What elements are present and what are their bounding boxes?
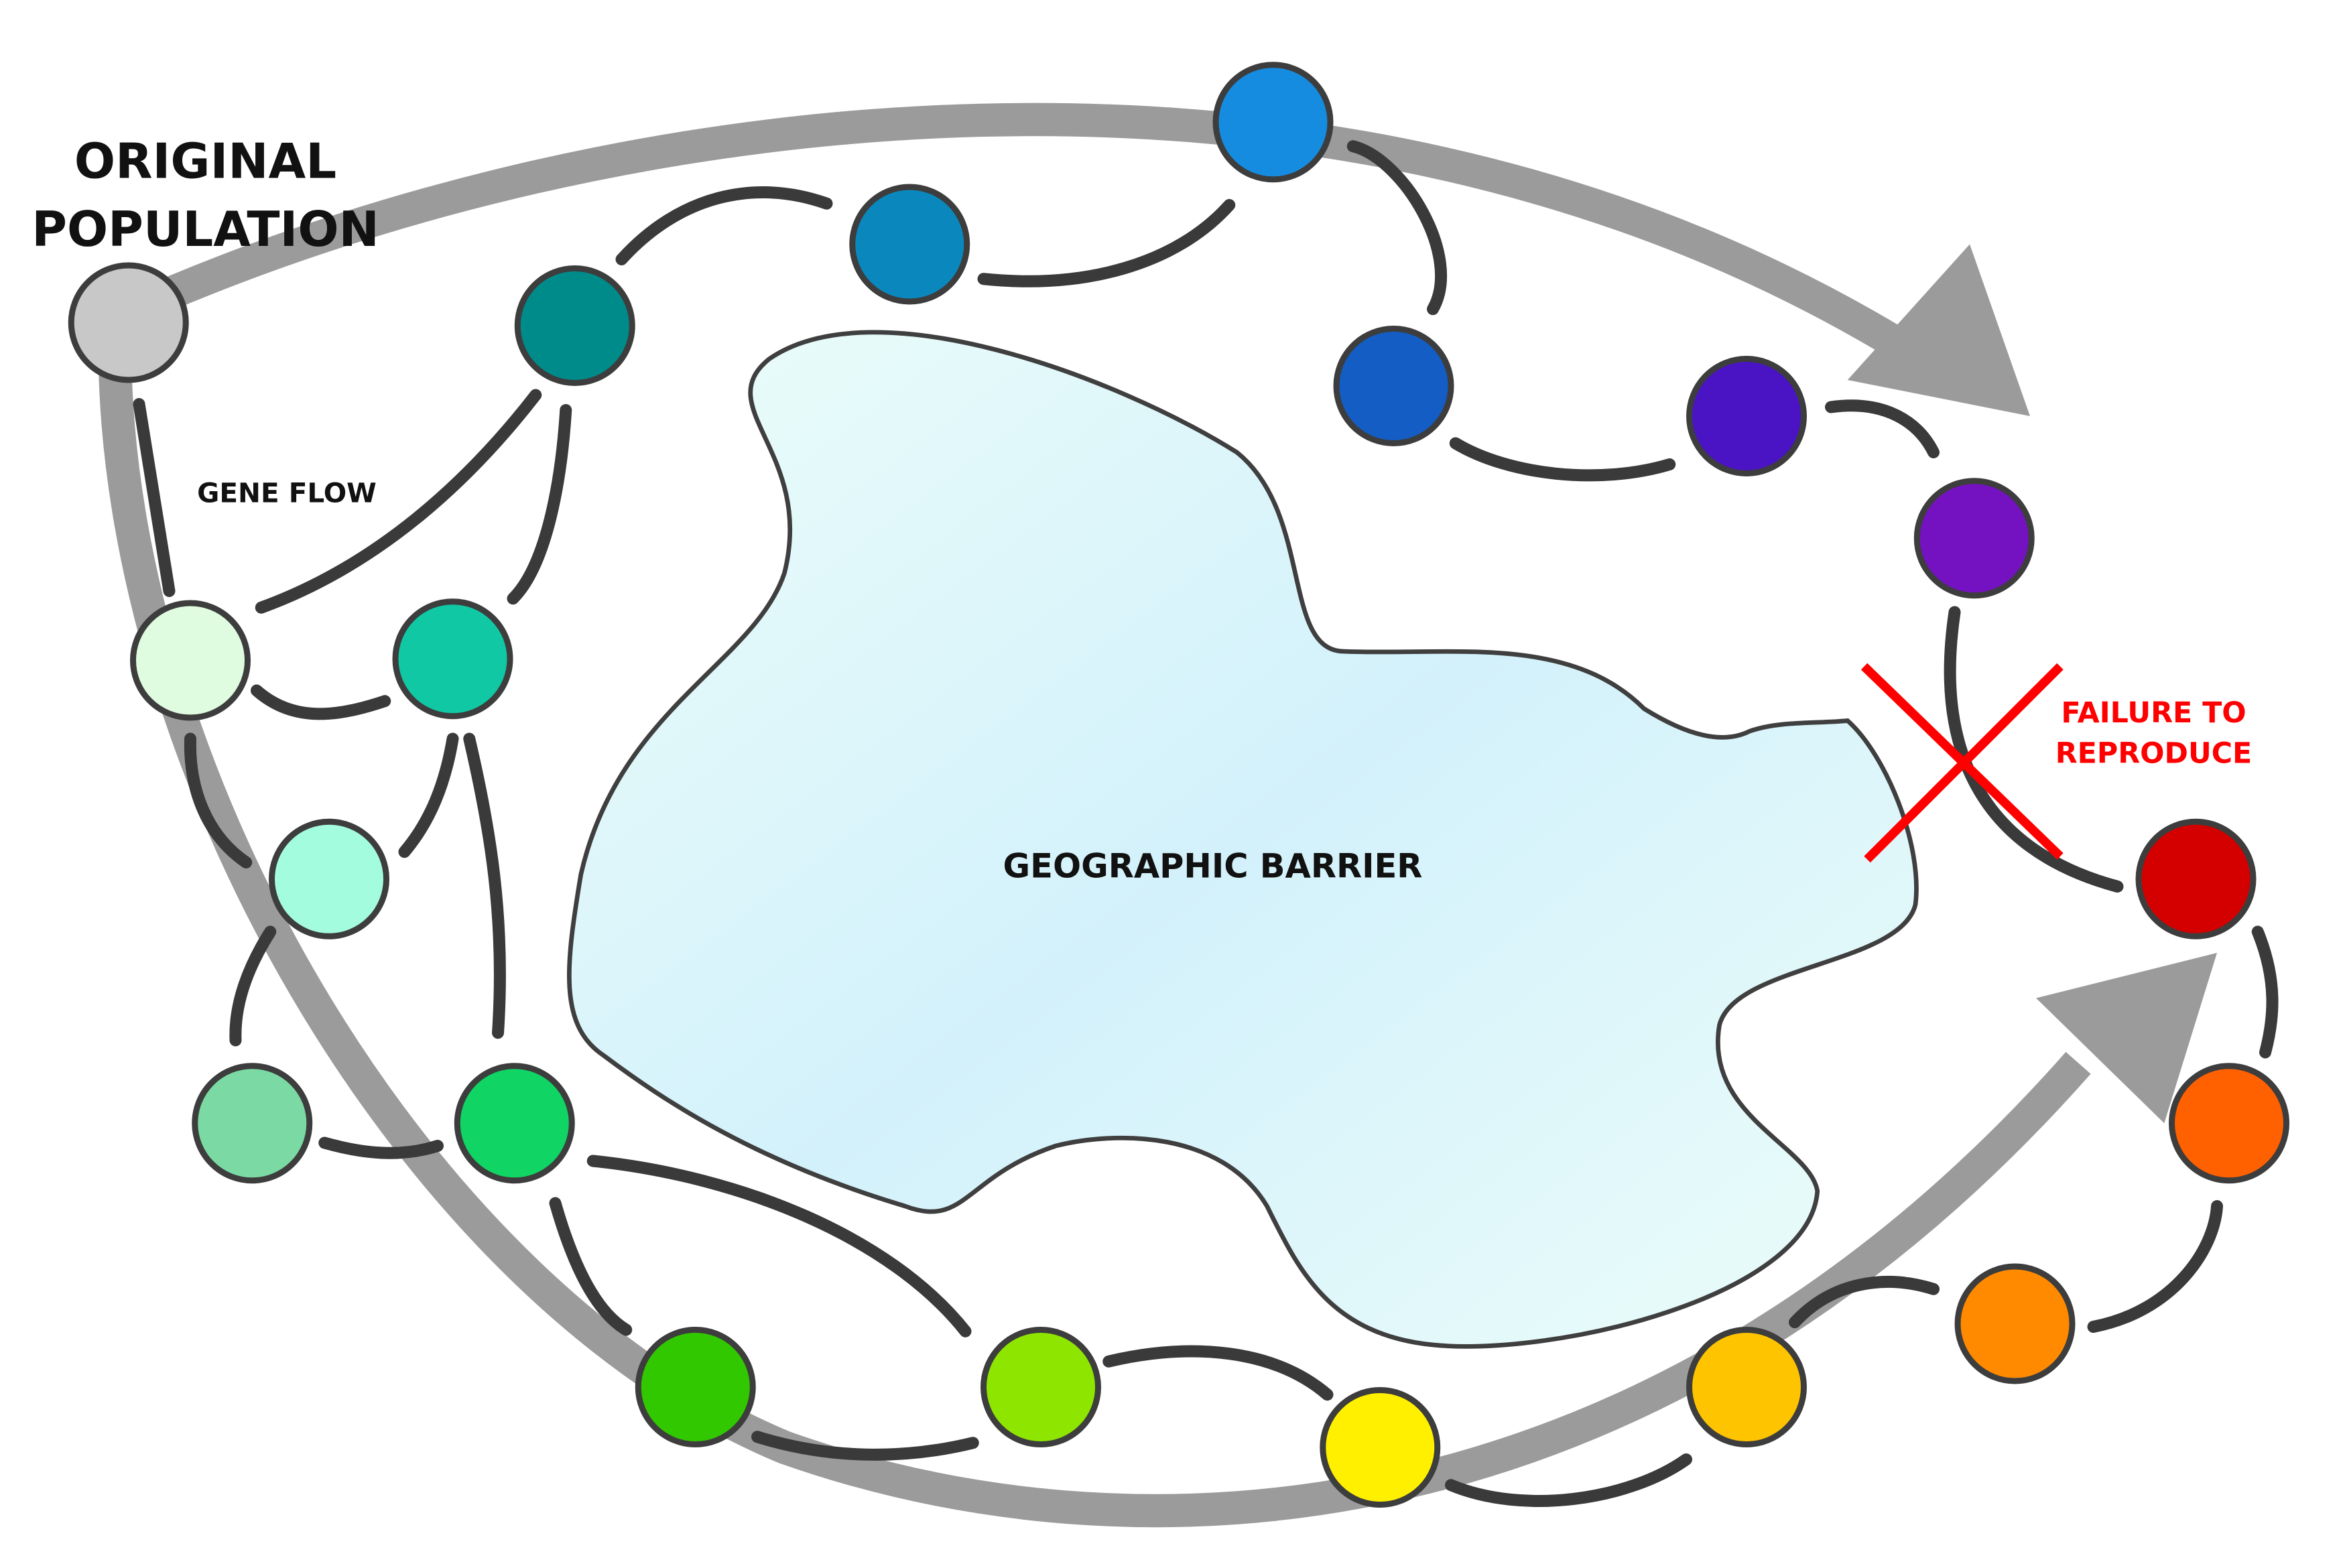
gene-flow-link <box>2251 925 2279 1059</box>
population-node-aquamarine <box>268 818 389 939</box>
population-node-amber <box>1686 1327 1807 1447</box>
population-node-dark-green <box>635 1327 756 1447</box>
population-node-violet <box>1913 478 2035 599</box>
population-node-yellow <box>1320 1387 1441 1508</box>
population-node-azure <box>1212 62 1334 183</box>
gene-flow-link <box>133 398 176 597</box>
gene-flow-link <box>1346 140 1447 316</box>
gene-flow-link <box>1789 1276 1940 1329</box>
gene-flow-link <box>2087 1200 2223 1333</box>
gene-flow-link <box>463 732 506 1039</box>
gene-flow-label: GENE FLOW <box>197 476 377 509</box>
gene-flow-link <box>255 389 542 614</box>
gene-flow-link <box>1445 1453 1692 1507</box>
population-node-teal <box>392 598 513 720</box>
geographic-barrier-label: GEOGRAPHIC BARRIER <box>1003 847 1423 886</box>
gene-flow-link <box>615 186 833 265</box>
gene-flow-link <box>549 1197 633 1336</box>
population-node-orange <box>1954 1263 2076 1384</box>
geographic-barrier-region <box>566 330 1919 1349</box>
gene-flow-link <box>507 404 572 605</box>
gene-flow-link <box>586 1155 972 1337</box>
population-node-original <box>68 262 189 383</box>
population-node-red <box>2135 818 2257 939</box>
gene-flow-link <box>398 732 459 858</box>
population-nodes <box>68 62 2289 1508</box>
gene-flow-link <box>229 925 277 1047</box>
population-node-cerulean <box>849 184 970 305</box>
population-node-blue <box>1333 326 1454 446</box>
population-node-honeydew <box>129 600 251 721</box>
top-range-arrow <box>144 103 1906 358</box>
failure-to-reproduce-line1: FAILURE TO <box>2061 696 2246 730</box>
gene-flow-link <box>184 732 253 868</box>
original-population-title-line2: POPULATION <box>31 201 379 257</box>
population-node-teal-dark <box>514 265 635 386</box>
gene-flow-link <box>318 1136 444 1159</box>
gene-flow-link <box>1825 399 1940 458</box>
failure-cross-icon <box>1860 663 2064 863</box>
population-node-green <box>454 1063 575 1184</box>
gene-flow-link <box>250 684 391 720</box>
failure-to-reproduce-line2: REPRODUCE <box>2055 737 2253 771</box>
gene-flow-links <box>133 140 2279 1507</box>
gene-flow-link <box>751 1431 979 1461</box>
original-population-title-line1: ORIGINAL <box>74 133 336 190</box>
gene-flow-link <box>977 199 1236 287</box>
gene-flow-link <box>1449 437 1676 482</box>
population-node-lime <box>980 1327 1101 1447</box>
gene-flow-link <box>1102 1345 1334 1401</box>
population-node-orange-red <box>2169 1063 2289 1184</box>
top-arrowhead <box>1847 244 2030 416</box>
population-node-sea-green <box>192 1063 313 1184</box>
population-node-indigo <box>1686 356 1807 476</box>
bottom-arrowhead <box>2036 953 2217 1124</box>
